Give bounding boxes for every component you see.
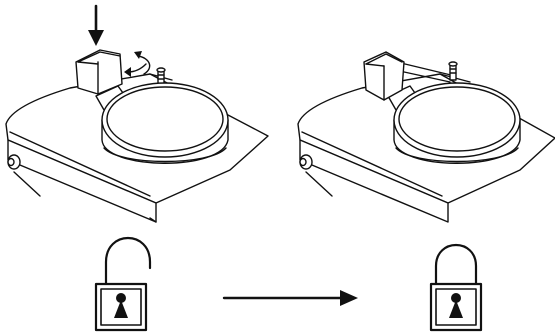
round-lid — [393, 82, 521, 164]
housing-front-face — [299, 139, 449, 223]
pin-post — [156, 67, 166, 87]
device-after-illustration — [297, 51, 555, 223]
side-knob — [7, 154, 21, 170]
latch-block — [363, 51, 405, 101]
latch-block — [75, 49, 123, 95]
padlock-open-icon — [94, 237, 152, 332]
side-knob — [299, 154, 313, 170]
arrow-right-icon — [222, 290, 358, 306]
padlock-closed-icon — [429, 243, 483, 332]
pin-post — [448, 61, 458, 81]
device-before-illustration — [5, 4, 269, 223]
rotate-arrow-icon — [124, 51, 151, 77]
press-down-arrow-icon — [88, 4, 104, 46]
round-lid — [101, 82, 229, 164]
